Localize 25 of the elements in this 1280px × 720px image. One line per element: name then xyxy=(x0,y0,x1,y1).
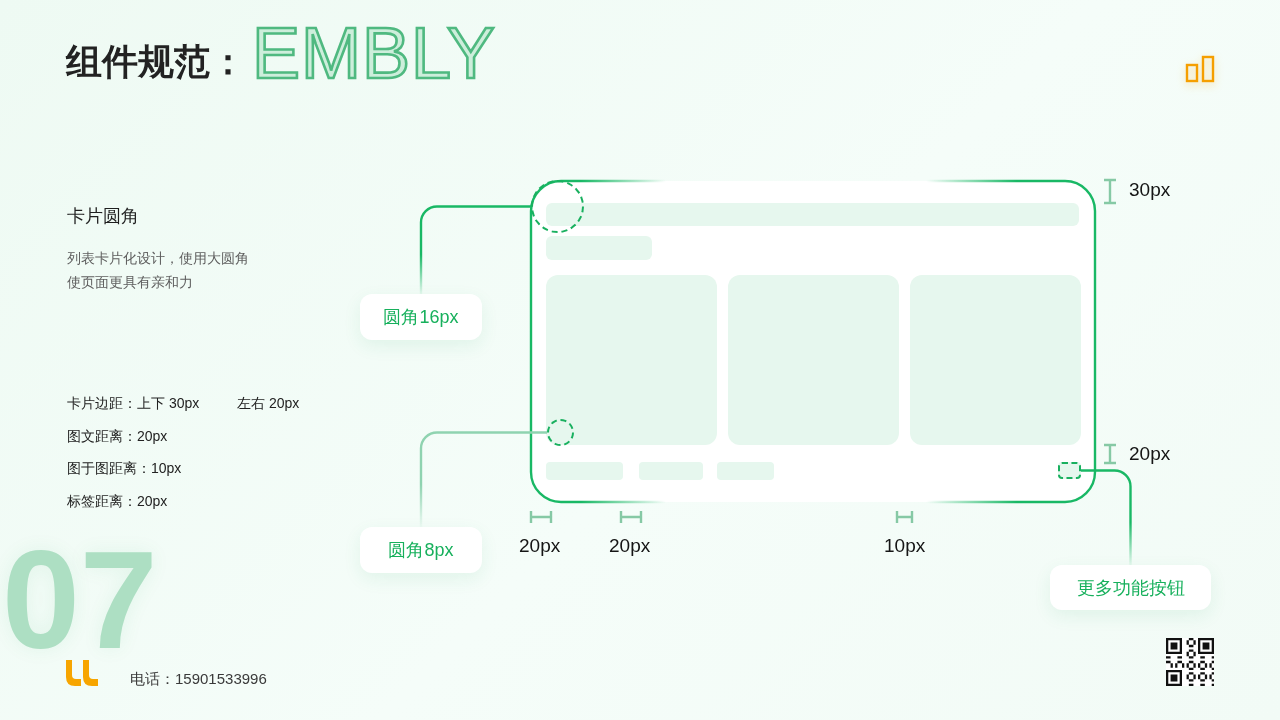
callout-text: 圆角16px xyxy=(383,306,459,329)
dimension-label: 20px xyxy=(609,535,651,558)
section-heading: 卡片圆角 xyxy=(67,206,139,228)
leader-line xyxy=(419,431,547,527)
phone-text: 电话：15901533996 xyxy=(130,670,267,688)
spec-text: 卡片边距：上下 30px xyxy=(67,395,200,412)
spec-text: 图于图距离：10px xyxy=(67,460,182,477)
spec-text: 标签距离：20px xyxy=(67,493,168,510)
callout-box xyxy=(1050,565,1211,610)
background-number: 07 xyxy=(2,544,158,656)
callout-box xyxy=(360,294,482,340)
callout-text: 更多功能按钮 xyxy=(1076,576,1185,600)
background-text: EMBLY xyxy=(252,17,496,89)
callout-text: 圆角8px xyxy=(388,539,454,562)
page-title: 组件规范： xyxy=(66,42,246,82)
callout-box xyxy=(360,527,482,573)
leader-line xyxy=(1081,469,1132,565)
dimension-label: 10px xyxy=(884,535,926,558)
description-text: 列表卡片化设计，使用大圆角使页面更具有亲和力 xyxy=(67,249,250,292)
dimension-label: 20px xyxy=(519,535,561,558)
dimension-label: 20px xyxy=(1129,443,1171,466)
leader-line xyxy=(419,205,531,294)
spec-text: 图文距离：20px xyxy=(67,428,168,445)
spec-text: 左右 20px xyxy=(237,395,300,412)
dimension-label: 30px xyxy=(1129,179,1171,202)
